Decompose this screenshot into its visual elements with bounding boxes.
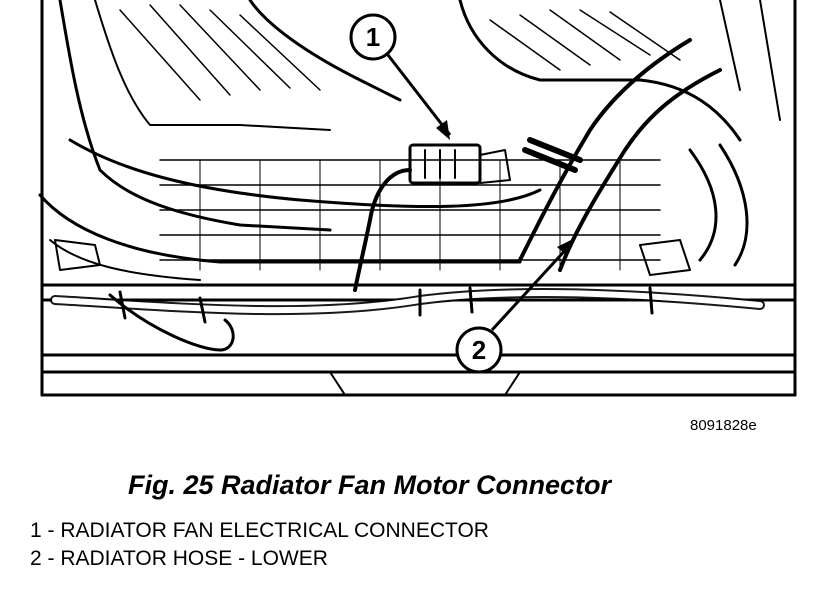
fan-blades-right [489,9,681,71]
legend-item-1: 1 - RADIATOR FAN ELECTRICAL CONNECTOR [30,519,489,542]
fan-shroud-left-inner [94,0,331,131]
left-pipe [38,193,522,264]
connector-detail [424,149,511,184]
svg-text:1: 1 [366,22,380,52]
right-shroud-post [719,0,781,121]
fan-electrical-connector [408,143,482,185]
left-pipe-lower [49,239,201,281]
lower-crossmember-edge [329,371,521,396]
radiator-fan-illustration: 1 2 [38,0,797,397]
legend: 1 - RADIATOR FAN ELECTRICAL CONNECTOR 2 … [30,517,489,573]
legend-item-2: 2 - RADIATOR HOSE - LOWER [30,547,328,570]
svg-text:2: 2 [472,335,486,365]
fan-hub-left [248,0,402,102]
fan-blades-left [119,4,321,101]
radiator-core-vertical [199,159,621,271]
figure-title: Fig. 25 Radiator Fan Motor Connector [128,470,612,500]
right-fitting [639,239,691,276]
left-fitting [54,239,101,271]
callout-1: 1 [349,13,452,140]
figure-code: 8091828e [690,417,757,434]
callout-2: 2 [455,238,575,374]
connector-wire [353,168,412,292]
fan-shroud-right [458,0,742,142]
harness-branch [108,293,235,352]
radiator-hose-inner [558,68,722,272]
right-pipe [688,143,749,267]
hose-clamp [522,137,583,173]
shroud-panel [68,138,542,209]
fan-shroud-left [58,0,332,232]
radiator-hose-outer [518,38,692,262]
